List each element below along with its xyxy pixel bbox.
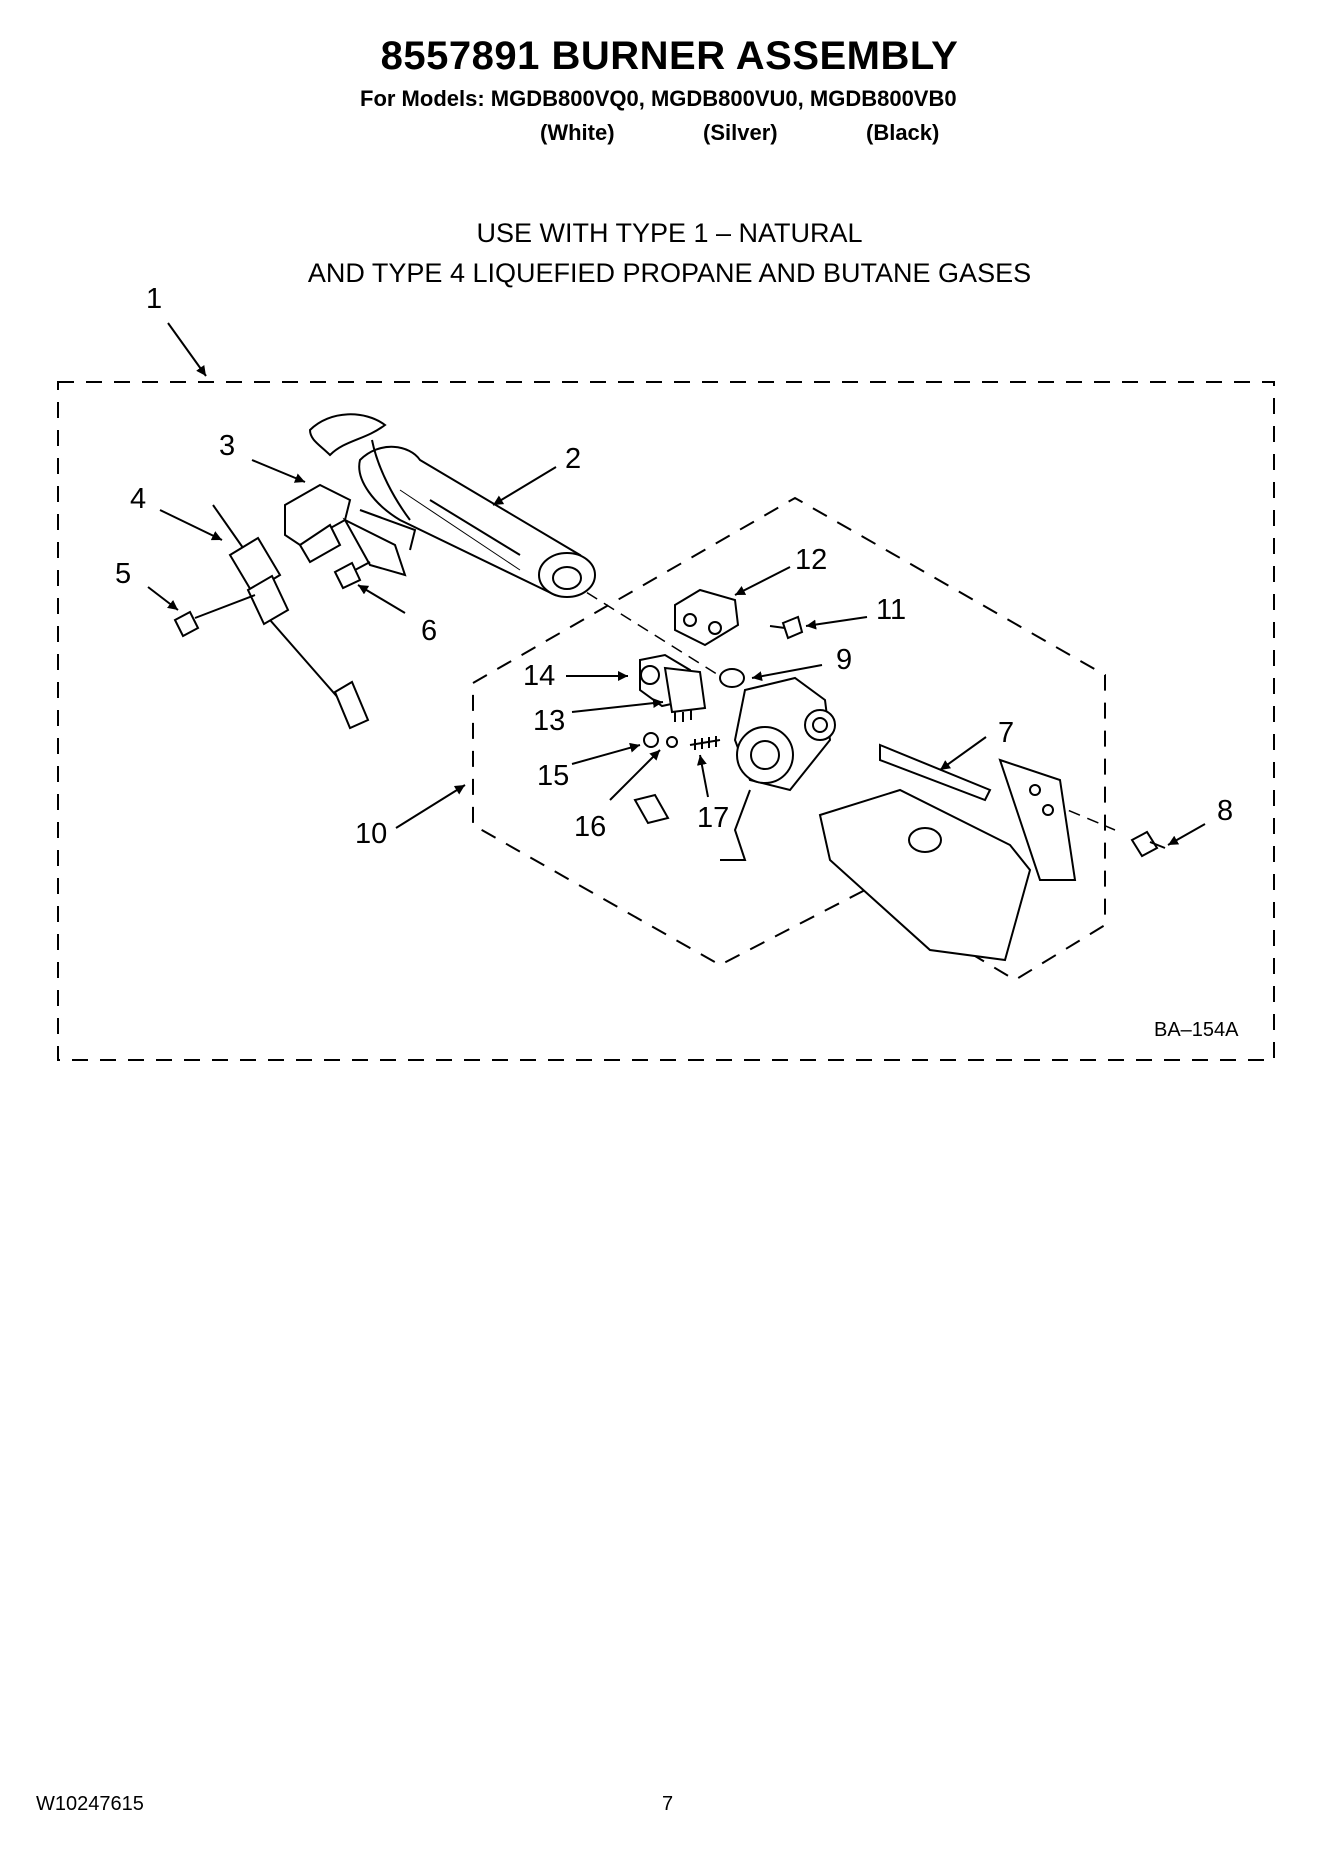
callout-7: 7 [998, 717, 1014, 749]
color-black: (Black) [866, 120, 940, 145]
ball-16 [666, 736, 678, 748]
fitting-9 [719, 668, 745, 688]
callout-11: 11 [876, 594, 906, 626]
callout-15: 15 [537, 760, 569, 792]
screw-11 [769, 615, 804, 640]
assembly-boundary [57, 381, 1275, 1061]
callout-5: 5 [115, 558, 131, 590]
models-line: For Models: MGDB800VQ0, MGDB800VU0, MGDB… [360, 86, 957, 111]
callout-6: 6 [421, 615, 437, 647]
callout-2: 2 [565, 443, 581, 475]
callout-13: 13 [533, 705, 565, 737]
washer-15 [643, 732, 659, 748]
callout-8: 8 [1217, 795, 1233, 827]
screw-6 [333, 561, 371, 590]
callout-10: 10 [355, 818, 387, 850]
alignment-line [569, 581, 721, 677]
callout-14: 14 [523, 660, 555, 692]
burner-tube [308, 413, 596, 598]
callout-17: 17 [697, 802, 729, 834]
callout-4: 4 [130, 483, 146, 515]
figure-reference: BA–154A [1154, 1019, 1239, 1041]
igniter [212, 504, 370, 730]
gas-valve [720, 676, 836, 861]
callout-3: 3 [219, 430, 235, 462]
screw-8 [1130, 830, 1166, 858]
callout-leaders [147, 322, 1206, 846]
valve-subassembly-boundary [472, 496, 1106, 982]
solenoid-coils [639, 653, 707, 722]
document-number: W10247615 [36, 1793, 144, 1815]
usage-line-2: AND TYPE 4 LIQUEFIED PROPANE AND BUTANE … [307, 258, 1032, 288]
callout-9: 9 [836, 644, 852, 676]
callout-16: 16 [574, 811, 606, 843]
screw-5 [173, 594, 256, 638]
alignment-line-bracket [1031, 794, 1116, 831]
callout-1: 1 [146, 283, 162, 315]
coil-bracket [674, 588, 740, 647]
igniter-bracket [284, 483, 417, 577]
callout-12: 12 [795, 544, 827, 576]
spring-17 [689, 736, 721, 750]
color-silver: (Silver) [703, 120, 778, 145]
usage-line-1: USE WITH TYPE 1 – NATURAL [476, 218, 863, 248]
mounting-bracket [818, 743, 1077, 962]
page-number: 7 [662, 1793, 674, 1815]
page-title: 8557891 BURNER ASSEMBLY [380, 34, 959, 78]
orifice-tube [633, 793, 670, 825]
color-white: (White) [540, 120, 615, 145]
